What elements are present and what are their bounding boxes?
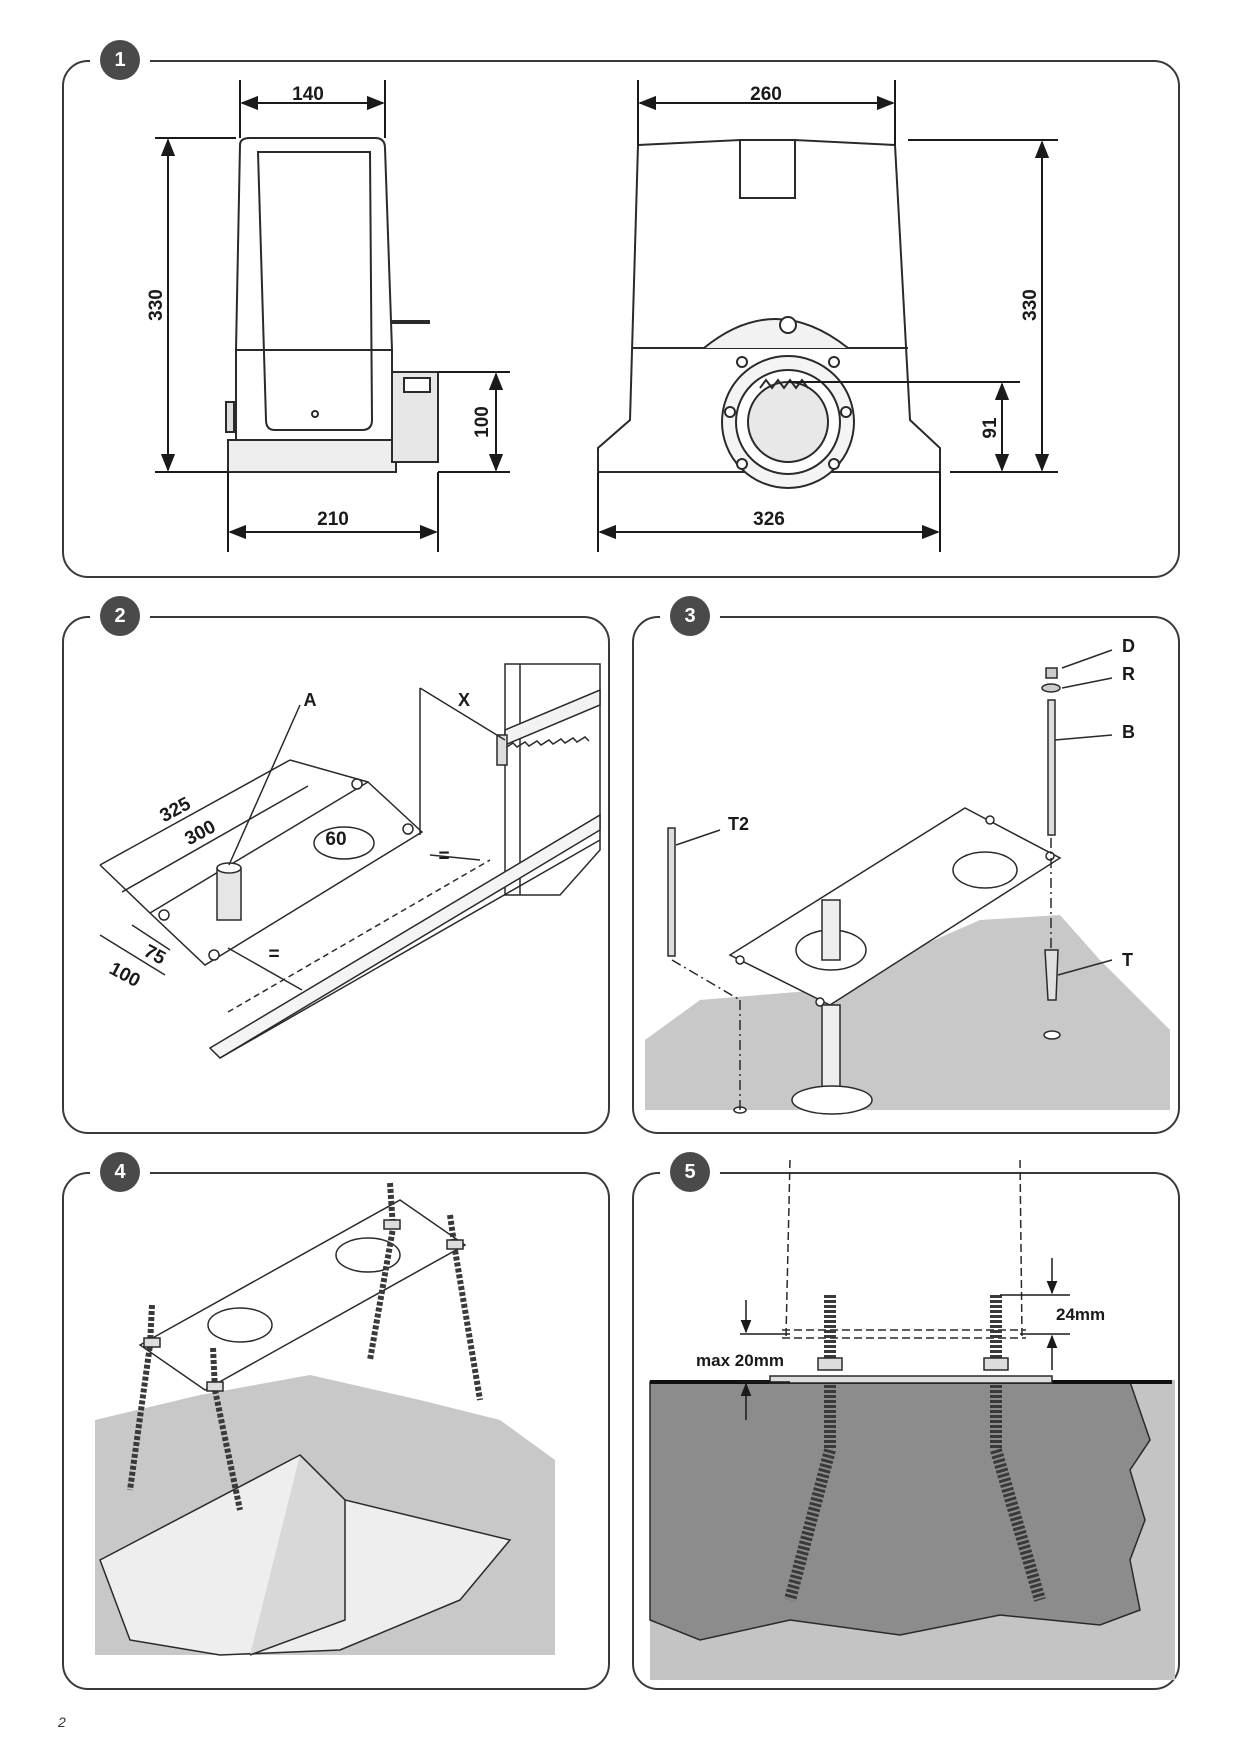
figure-1-badge: 1 <box>100 40 140 80</box>
figure-3-badge: 3 <box>670 596 710 636</box>
dim-max-gap: max 20mm <box>696 1351 784 1370</box>
equal-mark-1: = <box>438 846 449 867</box>
label-d: D <box>1122 636 1135 656</box>
dim-bracket-height: 100 <box>472 406 493 438</box>
dim-bolt-protrusion: 24mm <box>1056 1305 1105 1324</box>
dim-base-depth: 210 <box>317 509 349 530</box>
figure-2-badge: 2 <box>100 596 140 636</box>
dim-hole-diameter: 60 <box>325 829 346 850</box>
motor-front-view <box>597 138 941 489</box>
dim-front-base: 326 <box>753 509 785 530</box>
label-x: X <box>458 690 470 710</box>
figure-4-badge: 4 <box>100 1152 140 1192</box>
label-b: B <box>1122 722 1135 742</box>
dim-side-height: 330 <box>146 289 167 321</box>
figure-5-badge: 5 <box>670 1152 710 1192</box>
dim-front-height: 330 <box>1020 289 1041 321</box>
equal-mark-2: = <box>268 944 279 965</box>
label-t2: T2 <box>728 814 749 834</box>
dim-side-width: 140 <box>292 84 324 105</box>
label-a: A <box>304 690 317 710</box>
dim-pinion-height: 91 <box>980 417 1001 439</box>
motor-side-view <box>225 137 439 473</box>
page-number: 2 <box>58 1714 66 1730</box>
label-r: R <box>1122 664 1135 684</box>
label-t: T <box>1122 950 1133 970</box>
dim-front-width: 260 <box>750 84 782 105</box>
